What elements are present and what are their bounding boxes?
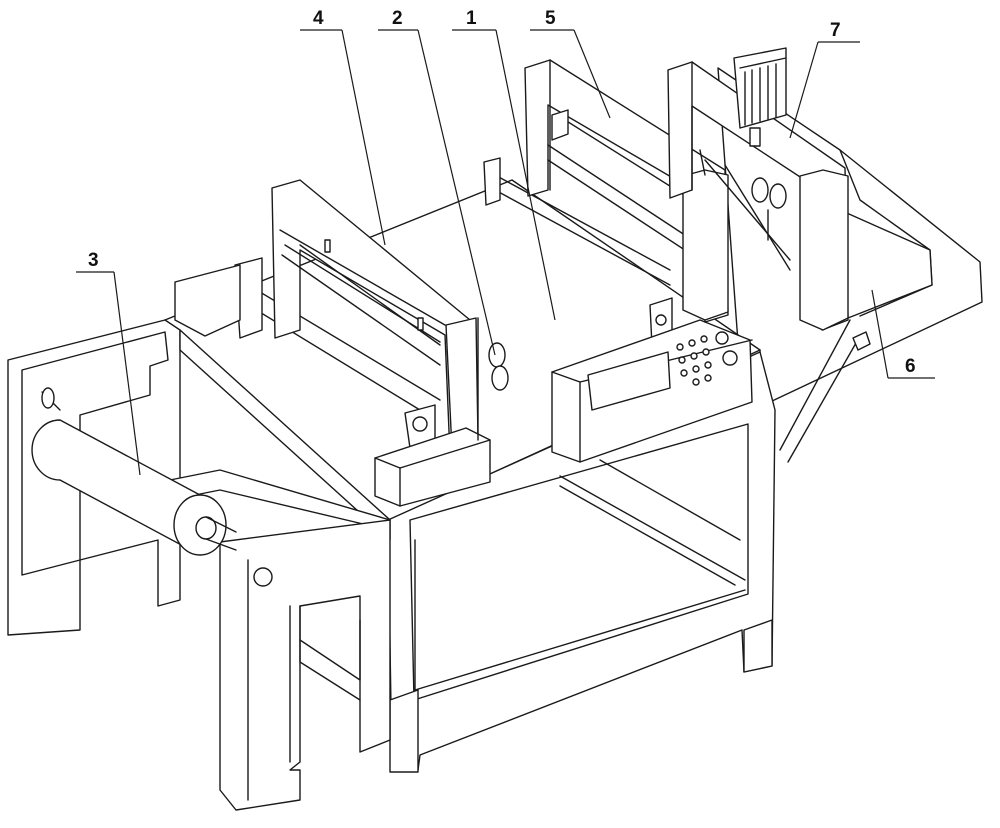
svg-text:1: 1 [466, 8, 477, 29]
svg-text:3: 3 [88, 250, 99, 271]
svg-text:4: 4 [313, 8, 324, 29]
svg-text:6: 6 [905, 356, 916, 377]
svg-text:7: 7 [830, 20, 841, 41]
label-7: 7 [790, 20, 860, 138]
svg-text:5: 5 [545, 8, 556, 29]
svg-text:2: 2 [392, 8, 403, 29]
